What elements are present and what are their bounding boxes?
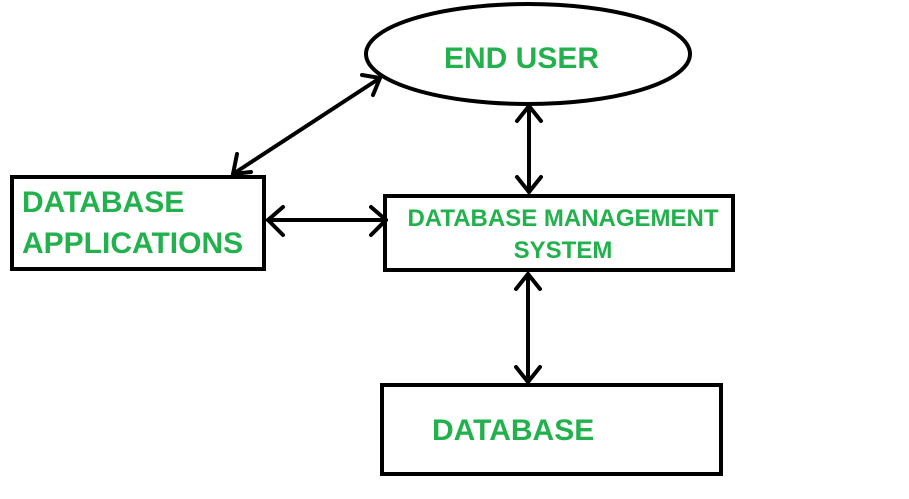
dbms-label: DATABASE MANAGEMENT SYSTEM (388, 203, 738, 267)
database-label: DATABASE (432, 414, 595, 447)
arrow-enduser-dbms (515, 104, 543, 194)
database-applications-node (10, 175, 266, 271)
dbms-label-line1: DATABASE MANAGEMENT (407, 205, 719, 232)
database-node (380, 383, 723, 476)
dbms-node (383, 194, 735, 272)
arrow-dbms-database (514, 272, 542, 384)
arrow-apps-enduser (231, 73, 382, 176)
dbms-label-line2: SYSTEM (513, 237, 613, 264)
end-user-label: END USER (444, 42, 600, 75)
end-user-node (364, 2, 692, 106)
database-applications-label-line1: DATABASE (22, 186, 185, 219)
arrow-apps-dbms (266, 205, 388, 237)
database-applications-label: DATABASE APPLICATIONS (22, 182, 243, 264)
database-applications-label-line2: APPLICATIONS (22, 227, 244, 260)
